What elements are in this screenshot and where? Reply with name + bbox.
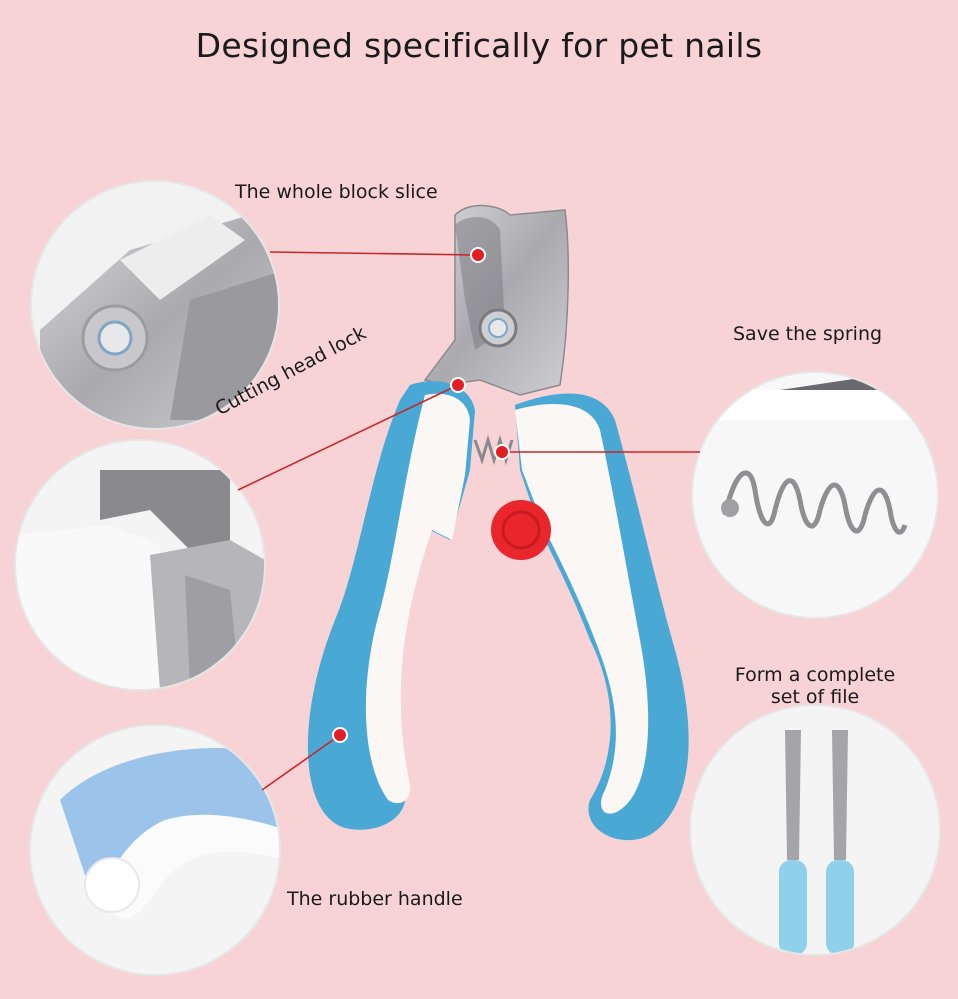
page-title: Designed specifically for pet nails [195,26,763,65]
clipper-handles [307,381,689,841]
detail-circle-handle [29,724,281,976]
marker-dot-icon [494,444,510,460]
detail-circle-files [689,704,941,956]
label-form-complete-set-line1: Form a complete [734,664,896,686]
detail-circle-lock [14,439,266,691]
label-form-complete-set: Form a complete set of file [700,664,930,708]
spring-icon [473,434,514,466]
lock-knob-icon [491,500,551,560]
label-save-the-spring: Save the spring [733,323,883,345]
marker-dot-icon [332,727,348,743]
label-form-complete-set-line2: set of file [770,686,860,708]
label-whole-block-slice: The whole block slice [235,181,438,203]
marker-dot-icon [470,247,486,263]
marker-dot-icon [450,377,466,393]
detail-circle-spring [691,371,939,619]
detail-circle-blade [30,180,280,430]
callout-lines [237,251,700,791]
label-rubber-handle: The rubber handle [287,888,463,910]
callout-markers [332,247,510,743]
clipper-blades [423,204,570,396]
